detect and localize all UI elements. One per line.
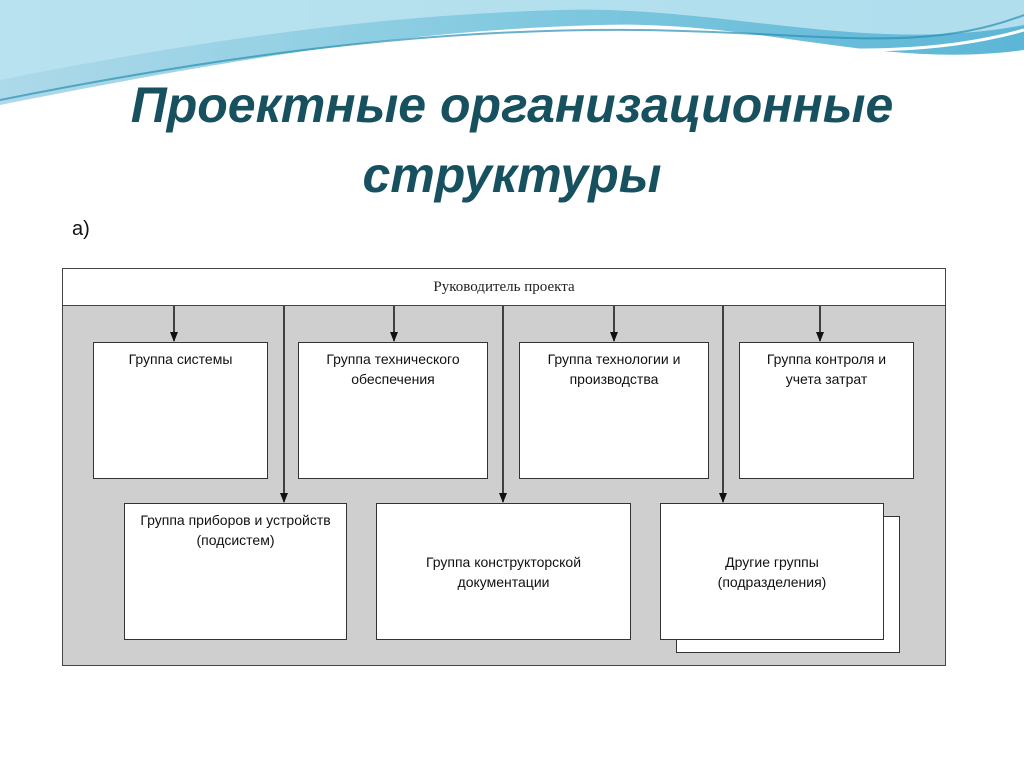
panel-label: а) (64, 207, 126, 251)
group-box-design-documentation: Группа конструкторской документации (376, 503, 631, 640)
connector-arrows (170, 306, 824, 503)
group-box-technical-support: Группа технического обеспечения (298, 342, 488, 479)
group-box-other-groups: Другие группы (подразделения) (660, 503, 884, 640)
group-box-cost-control: Группа контроля и учета затрат (739, 342, 914, 479)
slide-title: Проектные организационные структуры (130, 77, 894, 203)
head-box-project-manager: Руководитель проекта (62, 268, 946, 306)
group-box-technology-production: Группа технологии и производства (519, 342, 709, 479)
group-box-devices: Группа приборов и устройств (подсистем) (124, 503, 347, 640)
org-diagram: Руководитель проекта Группа системы Груп… (62, 268, 946, 666)
wave-header-decoration (0, 0, 1024, 112)
design-documentation-label: Группа конструкторской документации (425, 553, 582, 590)
other-groups-label: Другие группы (подразделения) (717, 553, 827, 590)
group-box-system: Группа системы (93, 342, 268, 479)
